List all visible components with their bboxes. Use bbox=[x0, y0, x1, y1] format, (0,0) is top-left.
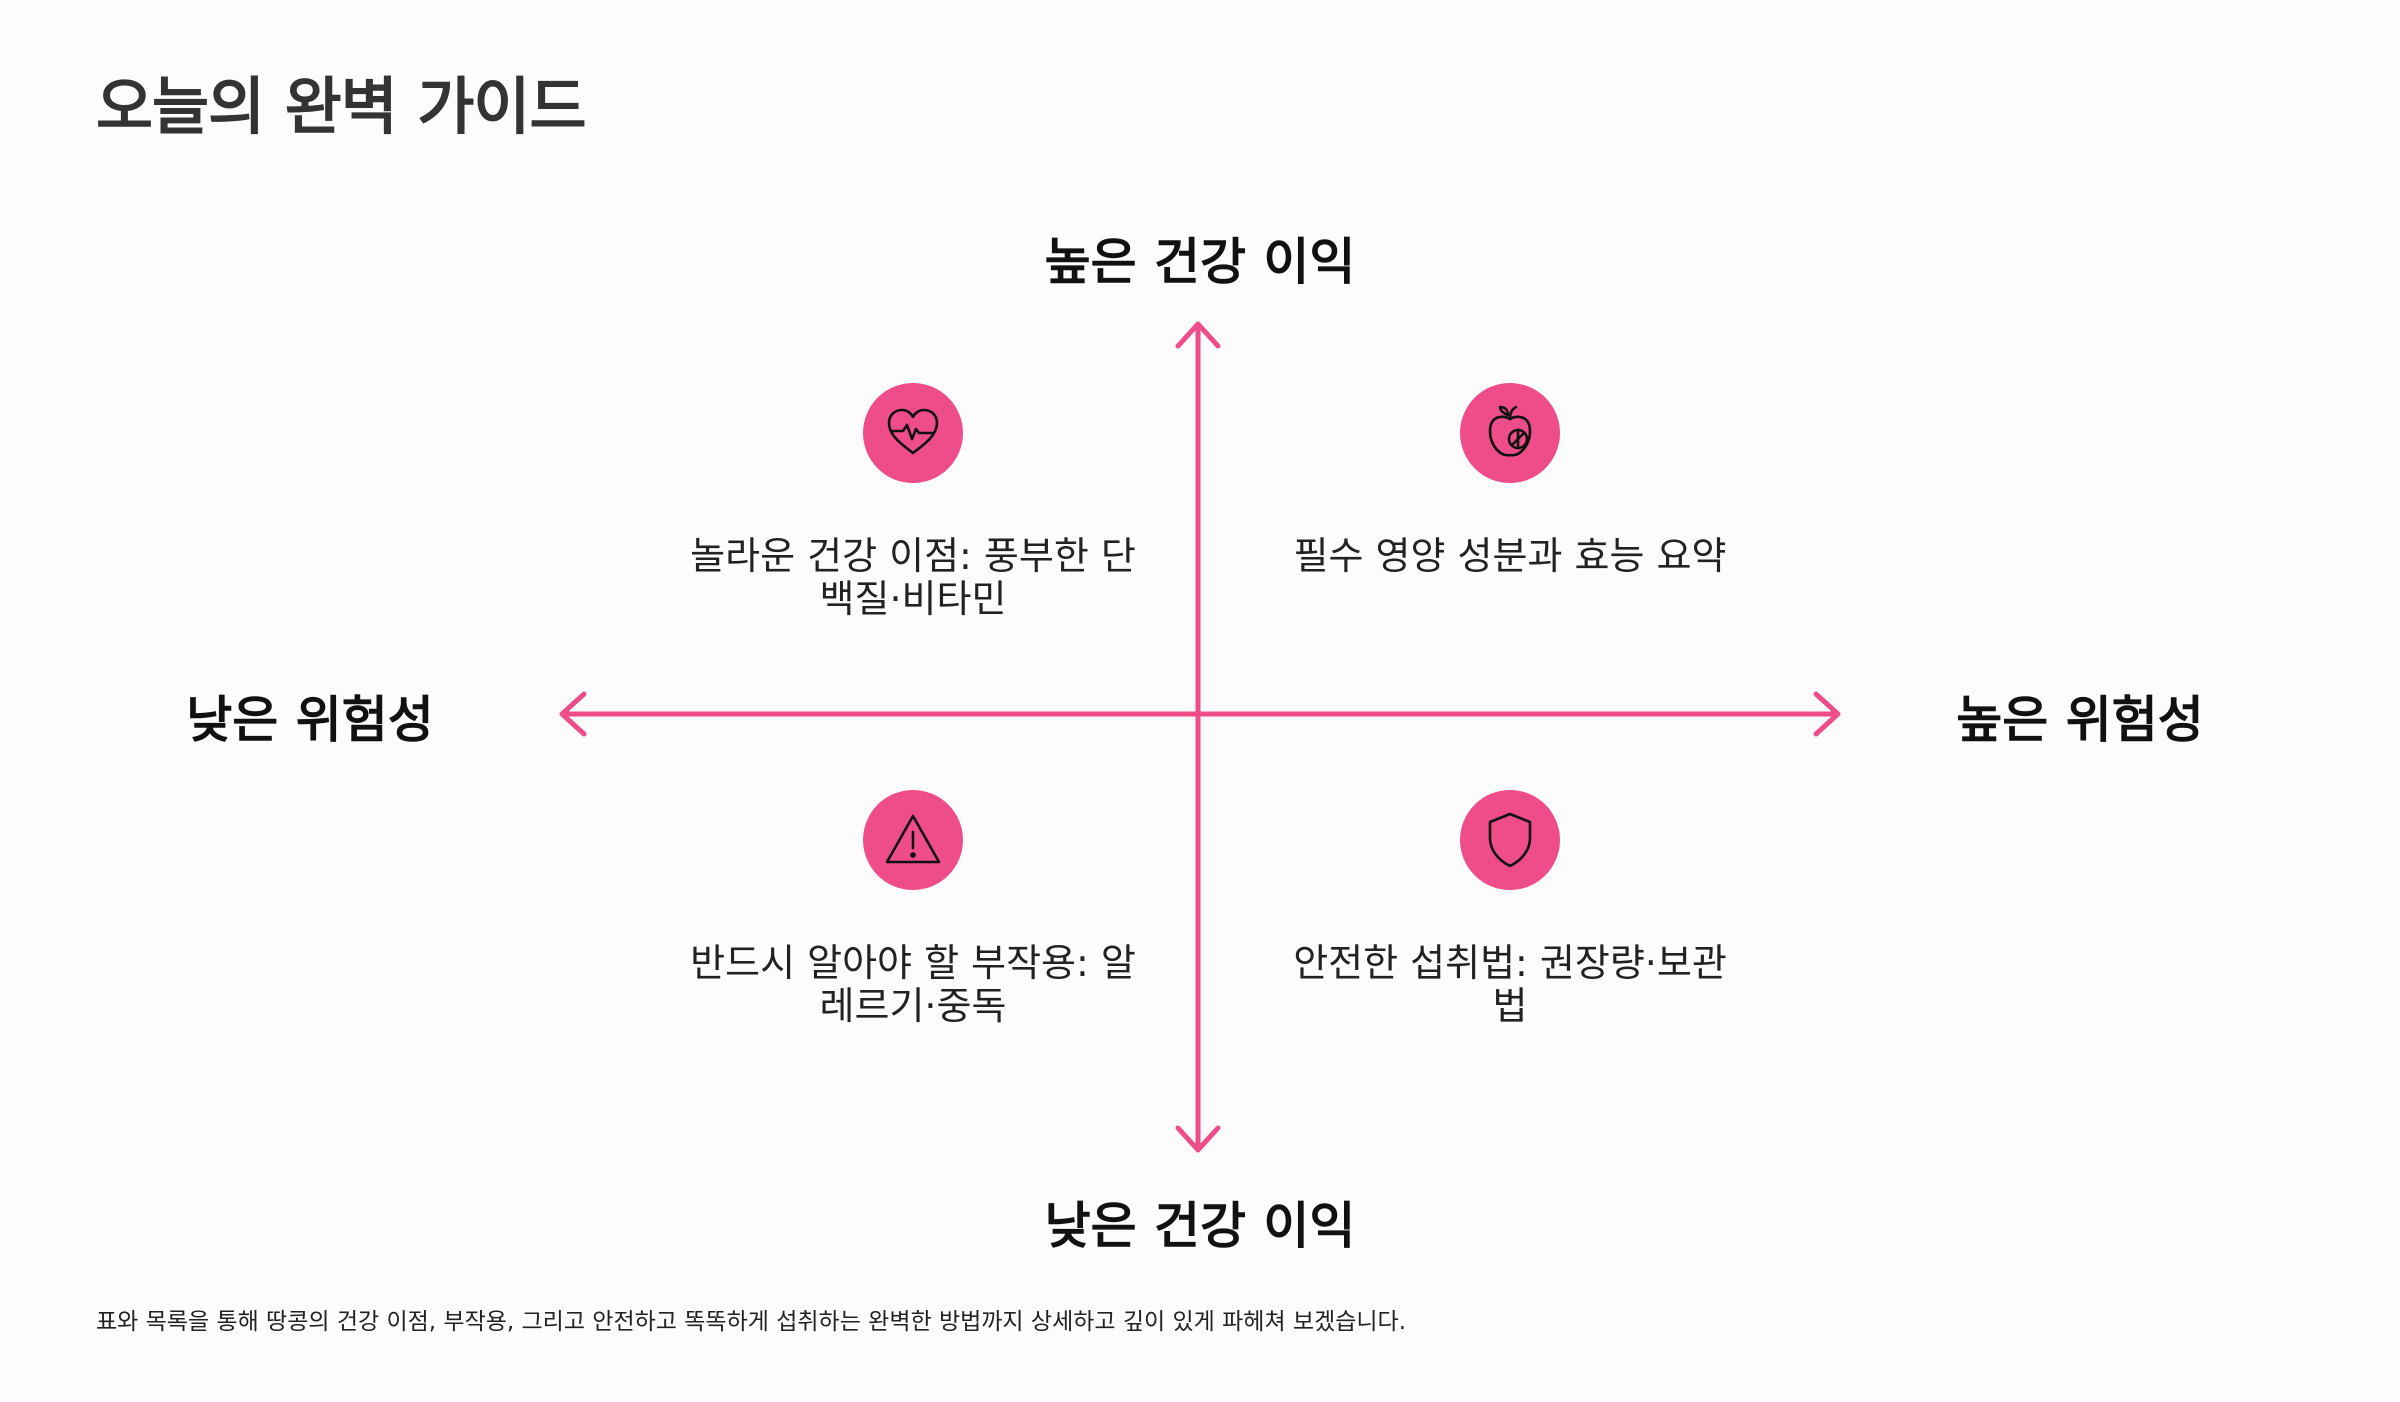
page-title: 오늘의 완벽 가이드 bbox=[96, 70, 586, 143]
arrow-right bbox=[1813, 691, 1841, 737]
quadrant-text: 놀라운 건강 이점: 풍부한 단백질·비타민 bbox=[690, 534, 1136, 621]
axis-label-bottom: 낮은 건강 이익 bbox=[1044, 1197, 1356, 1255]
warning-triangle-icon bbox=[863, 790, 963, 890]
apple-icon bbox=[1460, 383, 1560, 483]
arrow-up bbox=[1175, 321, 1221, 349]
axis-label-left: 낮은 위험성 bbox=[186, 691, 434, 749]
arrow-left bbox=[559, 691, 587, 737]
quadrant-top-right: 필수 영양 성분과 효능 요약 bbox=[1280, 383, 1740, 578]
quadrant-top-left: 놀라운 건강 이점: 풍부한 단백질·비타민 bbox=[683, 383, 1143, 621]
quadrant-bottom-right: 안전한 섭취법: 권장량·보관법 bbox=[1280, 790, 1740, 1028]
axis-label-right: 높은 위험성 bbox=[1956, 691, 2204, 749]
axis-label-top: 높은 건강 이익 bbox=[1044, 233, 1356, 291]
shield-icon bbox=[1460, 790, 1560, 890]
heart-pulse-icon bbox=[863, 383, 963, 483]
arrow-down bbox=[1175, 1125, 1221, 1153]
quadrant-bottom-left: 반드시 알아야 할 부작용: 알레르기·중독 bbox=[683, 790, 1143, 1028]
quadrant-text: 필수 영양 성분과 효능 요약 bbox=[1293, 534, 1727, 578]
footer-description: 표와 목록을 통해 땅콩의 건강 이점, 부작용, 그리고 안전하고 똑똑하게 … bbox=[96, 1309, 1407, 1335]
quadrant-text: 반드시 알아야 할 부작용: 알레르기·중독 bbox=[690, 941, 1136, 1028]
quadrant-text: 안전한 섭취법: 권장량·보관법 bbox=[1293, 941, 1727, 1028]
